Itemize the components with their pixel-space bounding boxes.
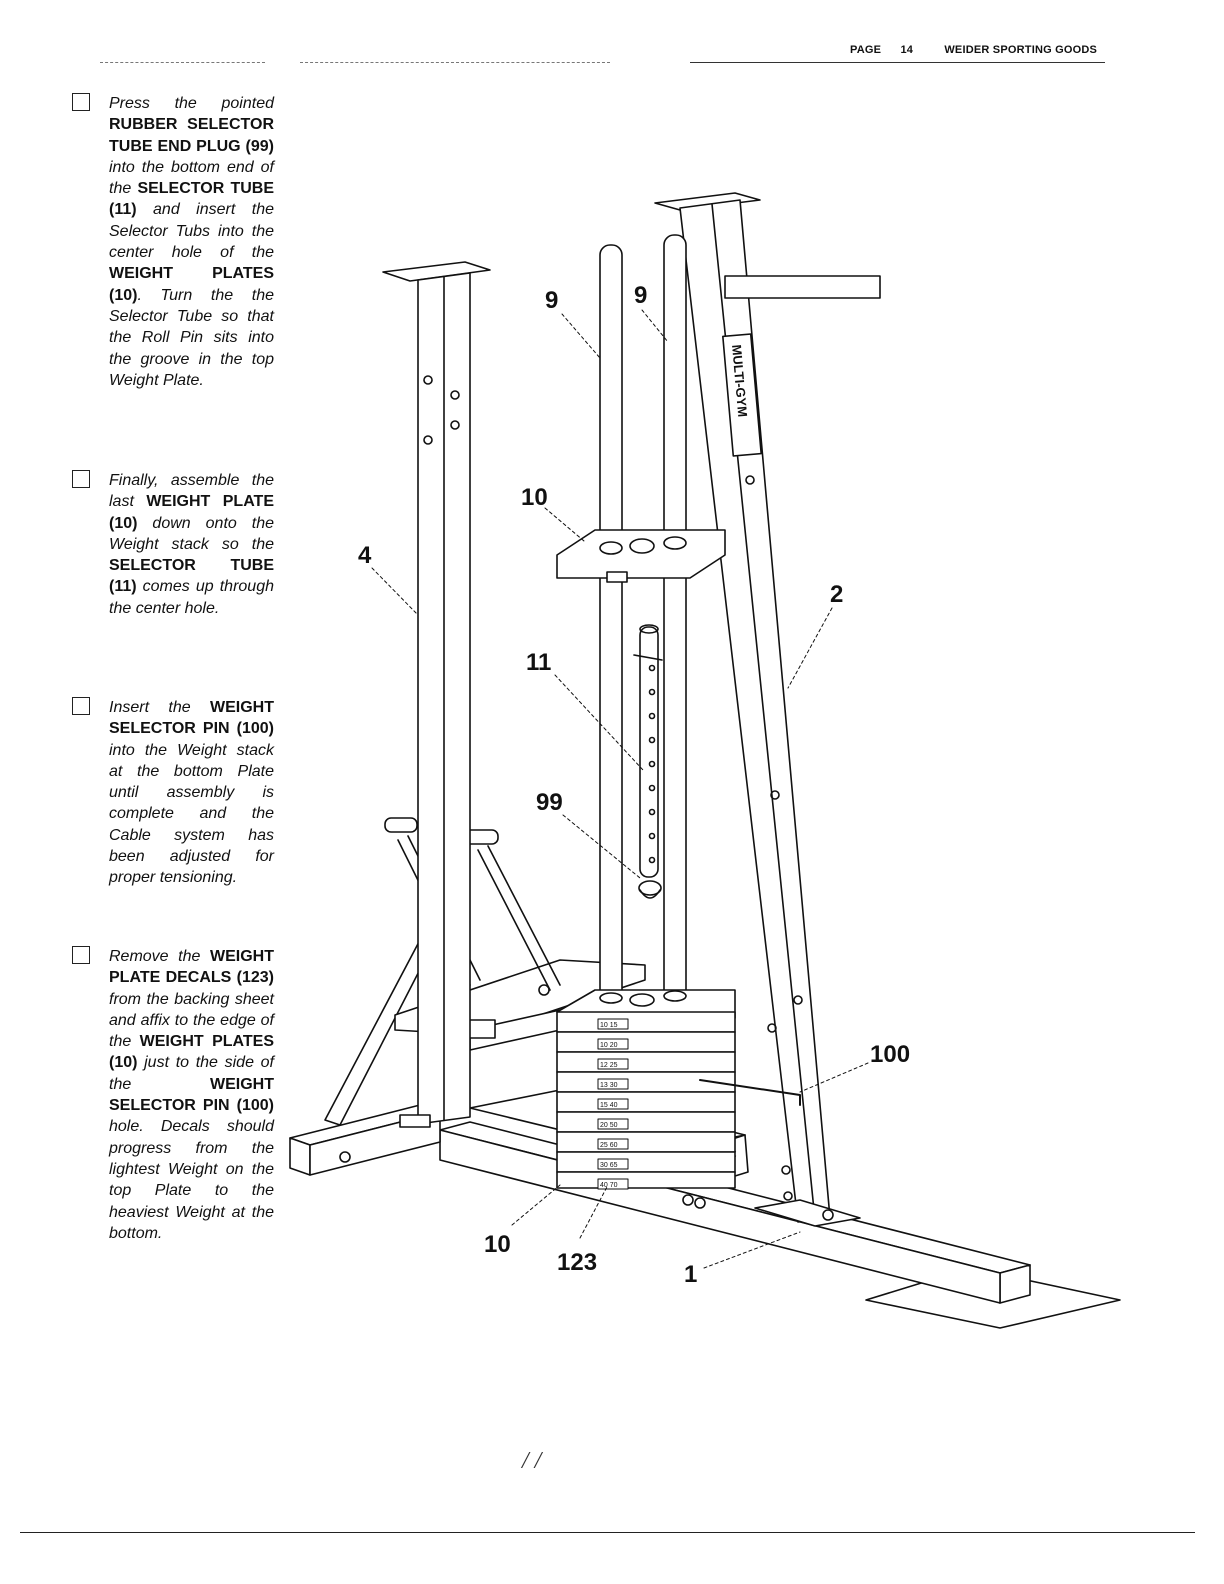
header-rule bbox=[690, 62, 1105, 63]
instruction-step: Remove the WEIGHT PLATE DECALS (123) fro… bbox=[72, 946, 277, 1244]
plate-decal bbox=[597, 1078, 629, 1090]
callout-10: 10 bbox=[484, 1231, 511, 1258]
plate-decal bbox=[597, 1118, 629, 1130]
step-checkbox[interactable] bbox=[72, 697, 90, 715]
end-plug bbox=[638, 880, 662, 899]
stray-mark: / / bbox=[522, 1448, 542, 1474]
callout-10: 10 bbox=[521, 484, 548, 511]
plate-decals: 10 15 10 20 12 25 13 30 15 40 20 50 25 60 30 65… bbox=[597, 1018, 629, 1190]
page-header: PAGE 14 WEIDER SPORTING GOODS bbox=[850, 44, 1097, 56]
plate-decal bbox=[597, 1138, 629, 1150]
callout-123: 123 bbox=[557, 1249, 597, 1276]
callout-1: 1 bbox=[684, 1261, 697, 1288]
callout-100: 100 bbox=[870, 1041, 910, 1068]
page-label: PAGE bbox=[850, 44, 882, 56]
selector-pin bbox=[699, 1079, 801, 1106]
header-rule bbox=[300, 62, 610, 63]
company-name: WEIDER SPORTING GOODS bbox=[944, 44, 1098, 56]
callout-2: 2 bbox=[830, 581, 843, 608]
step-text: Insert the WEIGHT SELECTOR PIN (100) int… bbox=[109, 699, 274, 887]
step-text: Press the pointed RUBBER SELECTOR TUBE E… bbox=[109, 95, 275, 389]
plate-decal-label: 10 20 bbox=[600, 1042, 618, 1049]
callout-9: 9 bbox=[634, 282, 647, 309]
plate-decal bbox=[597, 1158, 629, 1170]
right-upright: MULTI-GYM bbox=[654, 192, 881, 1227]
step-checkbox[interactable] bbox=[72, 470, 90, 488]
plate-decal bbox=[597, 1038, 629, 1050]
footer-rule bbox=[20, 1532, 1195, 1533]
plate-decal bbox=[597, 1058, 629, 1070]
frame-brand: MULTI-GYM bbox=[729, 344, 750, 418]
plate-decal bbox=[597, 1178, 629, 1190]
plate-decal-label: 15 40 bbox=[600, 1102, 618, 1109]
header-rule bbox=[100, 62, 265, 63]
top-weight-plate bbox=[556, 529, 726, 583]
callout-99: 99 bbox=[536, 789, 563, 816]
callout-labels: 9 9 10 4 2 11 99 100 10 123 1 bbox=[358, 282, 910, 1288]
step-text: Remove the WEIGHT PLATE DECALS (123) fro… bbox=[109, 948, 274, 1242]
selector-tube bbox=[633, 624, 663, 878]
plate-decal bbox=[597, 1098, 629, 1110]
plate-decal-label: 12 25 bbox=[600, 1062, 618, 1069]
plate-decal-label: 25 60 bbox=[600, 1142, 618, 1149]
callout-11: 11 bbox=[526, 649, 551, 676]
step-text: Finally, assemble the last WEIGHT PLATE … bbox=[109, 472, 274, 617]
instruction-step: Finally, assemble the last WEIGHT PLATE … bbox=[72, 470, 277, 619]
weight-stack bbox=[556, 989, 736, 1189]
plate-decal-label: 10 15 bbox=[600, 1022, 618, 1029]
instruction-step: Insert the WEIGHT SELECTOR PIN (100) int… bbox=[72, 697, 277, 889]
plate-decal-label: 30 65 bbox=[600, 1162, 618, 1169]
plate-decal-label: 40 70 bbox=[600, 1182, 618, 1189]
step-checkbox[interactable] bbox=[72, 946, 90, 964]
step-checkbox[interactable] bbox=[72, 93, 90, 111]
leader-lines bbox=[371, 309, 869, 1269]
left-upright bbox=[382, 261, 491, 1128]
callout-9: 9 bbox=[545, 287, 558, 314]
callout-4: 4 bbox=[358, 542, 372, 569]
plate-decal-label: 13 30 bbox=[600, 1082, 618, 1089]
plate-decal-label: 20 50 bbox=[600, 1122, 618, 1129]
plate-decal bbox=[597, 1018, 629, 1030]
instruction-step: Press the pointed RUBBER SELECTOR TUBE E… bbox=[72, 93, 277, 391]
page-number: 14 bbox=[900, 44, 914, 56]
support-strut bbox=[324, 939, 431, 1126]
